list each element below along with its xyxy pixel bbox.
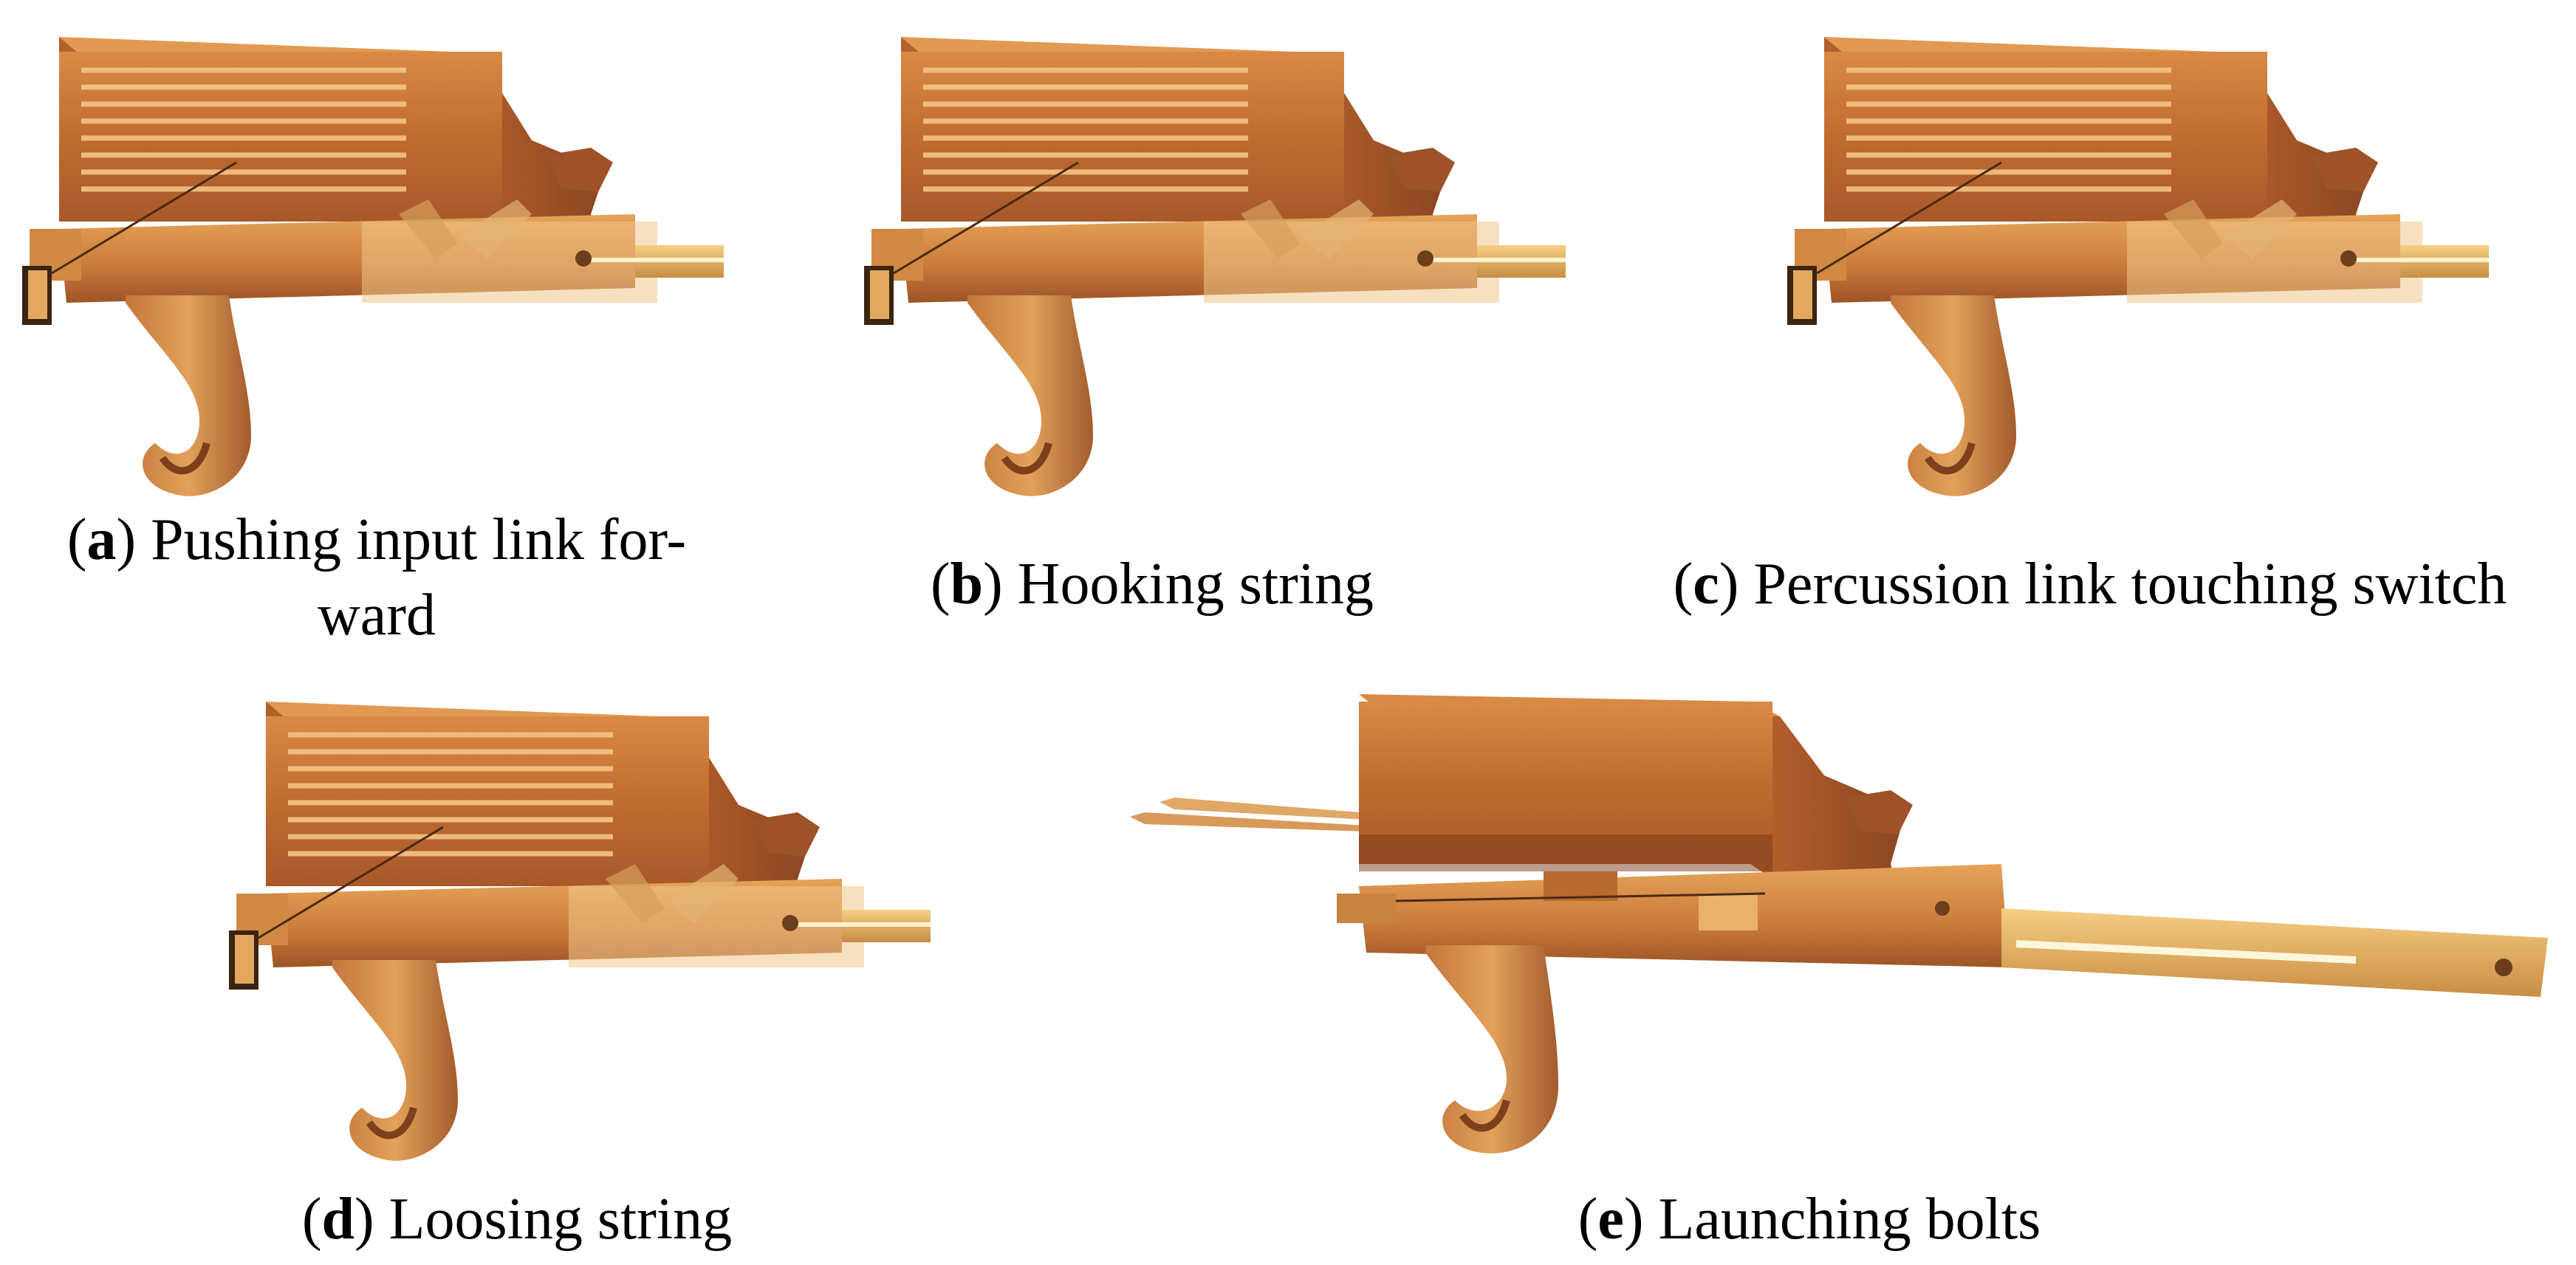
string xyxy=(1395,892,1766,902)
caption-text-a-line2: ward xyxy=(318,583,436,648)
front-clamp-face xyxy=(28,270,47,319)
crossbow-model xyxy=(229,702,931,1161)
caption-letter-e: e xyxy=(1597,1187,1624,1252)
pin xyxy=(1417,250,1433,267)
crossbow-illustration-a xyxy=(22,37,724,496)
magazine-ear xyxy=(753,812,820,857)
switch-lever-2 xyxy=(665,864,739,923)
switch-lever xyxy=(399,199,458,258)
crossbow-model xyxy=(864,37,1566,496)
switch-lever-2 xyxy=(458,199,532,258)
string xyxy=(1816,161,2002,275)
bolt-stack xyxy=(81,67,406,192)
caption-e: (e) Launching bolts xyxy=(1578,1187,2041,1252)
crossbow-model-extended xyxy=(1130,694,2548,1153)
grip-shadow xyxy=(1924,442,1976,475)
grip xyxy=(967,295,1093,496)
panel-e xyxy=(1115,672,2563,1189)
magazine-ear xyxy=(547,148,613,192)
crossbow-model xyxy=(22,37,724,496)
grip-shadow xyxy=(366,1106,417,1139)
flying-bolts xyxy=(1130,798,1396,832)
caption-letter-c: c xyxy=(1693,552,1719,617)
bolt-stack xyxy=(288,732,613,857)
caption-letter-d: d xyxy=(321,1187,355,1252)
magazine-ear xyxy=(2312,148,2378,192)
pin xyxy=(1935,901,1950,916)
front-clamp-face xyxy=(870,270,889,319)
caption-text-c: ) Percussion link touching switch xyxy=(1719,552,2507,617)
caption-b: (b) Hooking string xyxy=(930,552,1374,617)
caption-letter-a: a xyxy=(86,507,117,572)
front-clamp-face xyxy=(1793,270,1812,319)
panel-a xyxy=(15,22,724,496)
switch-lever-2 xyxy=(2223,199,2297,258)
grip xyxy=(332,960,458,1161)
crossbow-illustration-e xyxy=(1130,694,2548,1153)
string xyxy=(893,161,1079,275)
pin xyxy=(782,915,798,931)
stock xyxy=(1359,864,2009,967)
magazine-ear xyxy=(1846,790,1913,834)
pin xyxy=(575,250,592,267)
caption-letter-b: b xyxy=(950,552,984,617)
bolt-2 xyxy=(1159,798,1396,821)
panel-d xyxy=(222,687,931,1161)
caption-text-a-line1: ) Pushing input link for- xyxy=(116,507,687,572)
switch-lever xyxy=(2164,199,2223,258)
grip xyxy=(1425,945,1558,1153)
front-clamp-face xyxy=(235,935,254,984)
caption-text-b: ) Hooking string xyxy=(983,552,1374,617)
front-fitting xyxy=(1337,894,1396,923)
switch-lever-2 xyxy=(1300,199,1374,258)
crossbow-illustration-b xyxy=(864,37,1566,496)
bolt-stack xyxy=(923,67,1248,192)
caption-a: (a) Pushing input link for- ward xyxy=(15,502,739,653)
panel-c xyxy=(1780,22,2489,496)
grip xyxy=(1891,295,2016,496)
panel-b xyxy=(857,22,1566,496)
grip-shadow xyxy=(1459,1099,1510,1132)
caption-text-d: ) Loosing string xyxy=(354,1187,733,1252)
string xyxy=(258,826,444,939)
magazine-ear xyxy=(1388,148,1455,192)
caption-text-e: ) Launching bolts xyxy=(1623,1187,2041,1252)
caption-d: (d) Loosing string xyxy=(301,1187,733,1252)
string xyxy=(51,161,237,275)
caption-c: (c) Percussion link touching switch xyxy=(1673,552,2507,617)
grip xyxy=(126,295,251,496)
slider-block xyxy=(1699,894,1758,930)
crossbow-illustration-c xyxy=(1787,37,2489,496)
bolt-1 xyxy=(1130,812,1366,832)
switch-lever xyxy=(1241,199,1300,258)
grip-shadow xyxy=(159,442,210,475)
switch-lever xyxy=(606,864,665,923)
crossbow-illustration-d xyxy=(229,702,931,1161)
pin xyxy=(2340,250,2357,267)
magazine-head xyxy=(1750,702,1905,894)
bolt-stack xyxy=(1846,67,2171,192)
rod-slot xyxy=(2015,940,2357,964)
grip-shadow xyxy=(1001,442,1052,475)
rod-hole xyxy=(2495,959,2512,976)
magazine-shadow xyxy=(1359,834,1772,871)
crossbow-model xyxy=(1787,37,2489,496)
